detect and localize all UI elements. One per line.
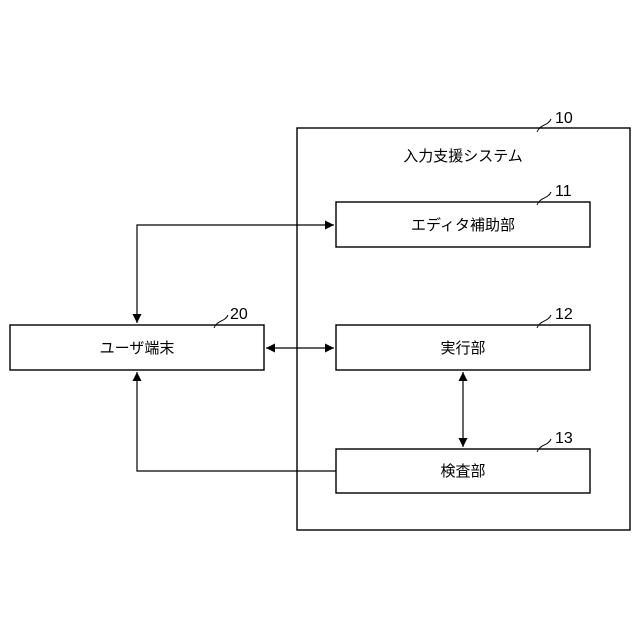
user-ref: 20 (230, 306, 248, 323)
editor-ref: 11 (555, 183, 572, 200)
system-label: 入力支援システム (403, 147, 523, 165)
inspection-label: 検査部 (440, 462, 485, 480)
editor-assist-label: エディタ補助部 (411, 216, 515, 234)
execution-ref: 12 (555, 306, 573, 323)
user-terminal-label: ユーザ端末 (100, 339, 175, 357)
system-ref: 10 (555, 110, 573, 127)
inspection-ref: 13 (555, 430, 573, 447)
execution-label: 実行部 (440, 339, 485, 357)
